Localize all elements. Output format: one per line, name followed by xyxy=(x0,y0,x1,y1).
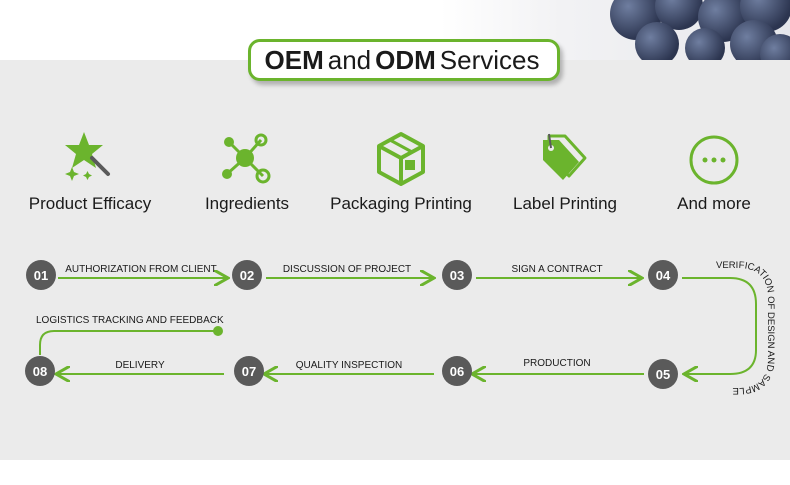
step-06-label: QUALITY INSPECTION xyxy=(295,360,403,371)
service-label-printing: Label Printing xyxy=(485,130,645,214)
service-label: And more xyxy=(677,194,751,213)
step-01-label: AUTHORIZATION FROM CLIENT xyxy=(65,264,217,275)
service-label: Packaging Printing xyxy=(330,194,472,213)
svg-text:VERIFICATION OF DESIGN AND SAM: VERIFICATION OF DESIGN AND SAMPLE xyxy=(716,260,776,396)
step-01-node: 01 xyxy=(26,260,56,290)
title-services: Services xyxy=(439,44,540,75)
service-product-efficacy: Product Efficacy xyxy=(10,130,170,214)
service-ingredients: Ingredients xyxy=(167,130,327,214)
step-04-node: 04 xyxy=(648,260,678,290)
step-04-label-curve: VERIFICATION OF DESIGN AND SAMPLE xyxy=(716,260,776,396)
magic-wand-star-icon xyxy=(65,132,110,181)
page-title: OEM and ODM Services xyxy=(248,39,560,81)
service-packaging-printing: Packaging Printing xyxy=(321,130,481,214)
step-03-label: SIGN A CONTRACT xyxy=(511,264,603,275)
more-dots-icon xyxy=(689,135,739,185)
step-08-label: LOGISTICS TRACKING AND FEEDBACK xyxy=(36,315,224,326)
step-05-node: 05 xyxy=(648,359,678,389)
step-03-node: 03 xyxy=(442,260,472,290)
step-07-label: DELIVERY xyxy=(115,360,165,371)
blueberry-photo xyxy=(440,0,790,60)
step-08-node: 08 xyxy=(25,356,55,386)
molecule-icon xyxy=(222,133,271,184)
service-and-more: And more xyxy=(634,130,790,214)
step-02-label: DISCUSSION OF PROJECT xyxy=(282,264,412,275)
service-label: Product Efficacy xyxy=(28,194,152,213)
title-and: and xyxy=(327,44,372,75)
tag-icon xyxy=(543,133,587,180)
title-odm: ODM xyxy=(375,44,436,75)
step-04-label: VERIFICATION OF DESIGN AND SAMPLE xyxy=(716,260,776,396)
service-label: Label Printing xyxy=(513,194,617,213)
step-06-node: 06 xyxy=(442,356,472,386)
box-icon xyxy=(377,132,425,186)
step-02-node: 02 xyxy=(232,260,262,290)
service-label: Ingredients xyxy=(204,194,290,213)
step-07-node: 07 xyxy=(234,356,264,386)
step-05-label: PRODUCTION xyxy=(523,358,591,369)
title-oem: OEM xyxy=(264,44,324,75)
